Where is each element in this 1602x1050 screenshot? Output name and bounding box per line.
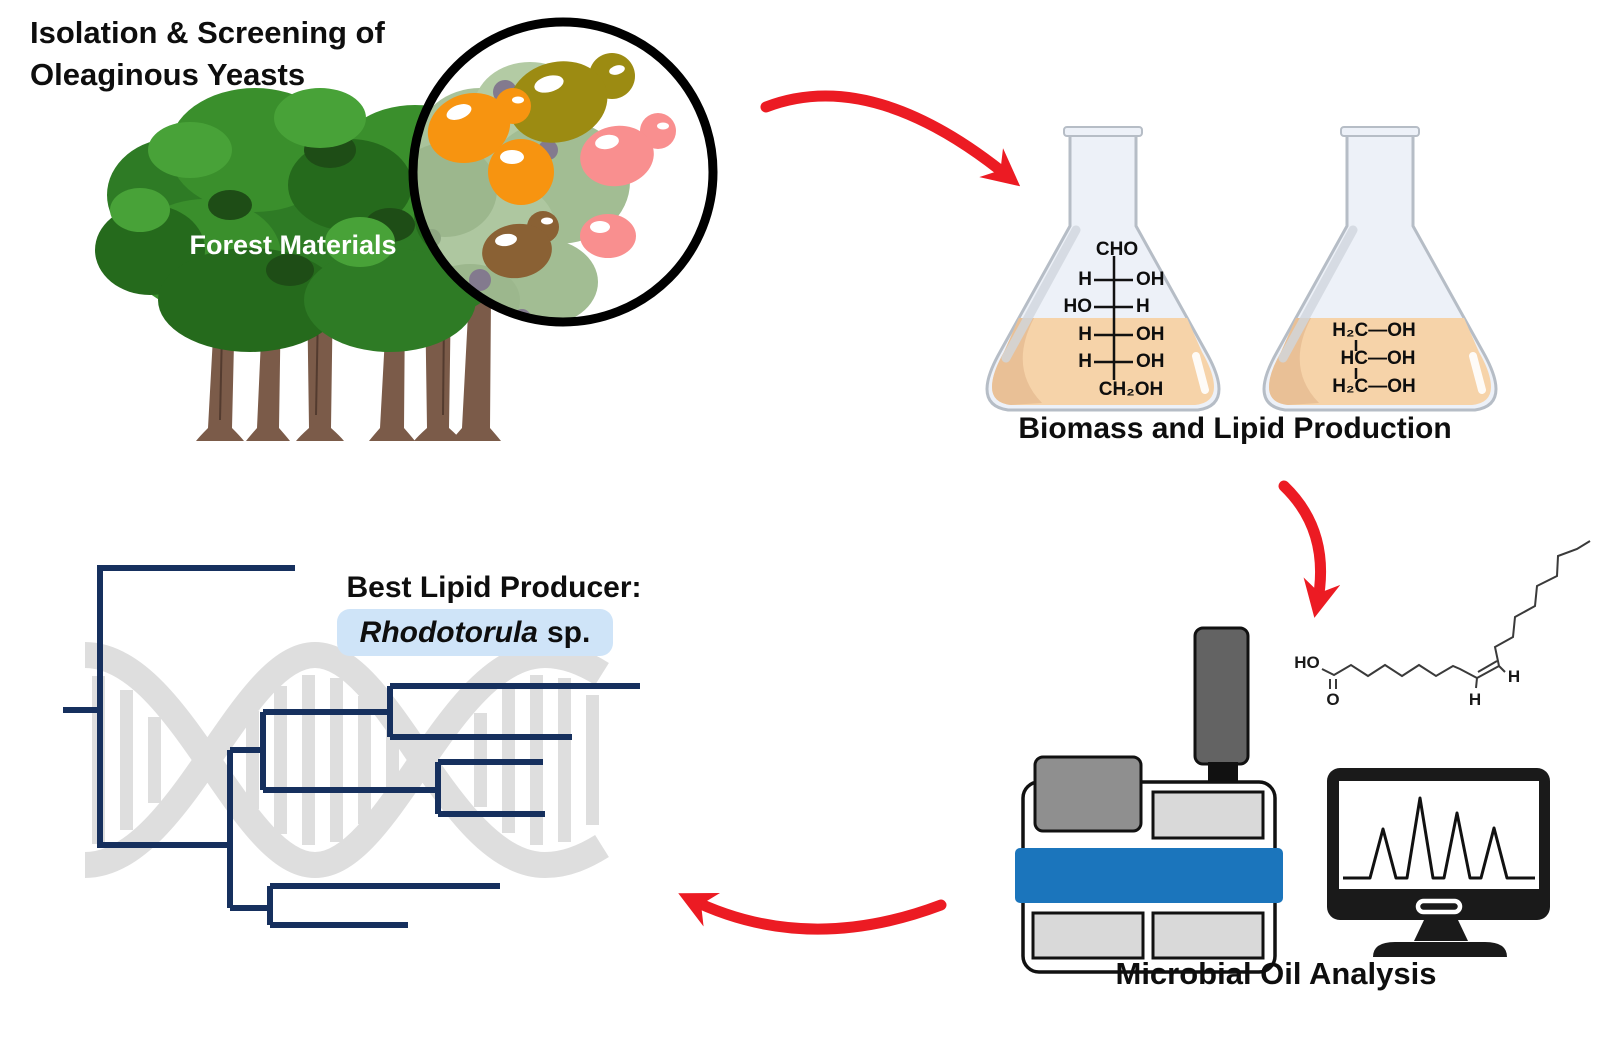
glycerol-row2: HC—OH — [1340, 348, 1416, 369]
flask-liquid — [1269, 318, 1491, 405]
chromatogram — [1343, 796, 1535, 880]
phylogenetic-tree — [63, 565, 640, 928]
fatty-acid-structure — [1321, 540, 1591, 689]
arrow-analysis-to-producer — [678, 892, 947, 935]
autosampler-tower — [1193, 626, 1250, 766]
fatty-acid-h-right: H — [1507, 667, 1521, 686]
yeast-cell-orange-round — [488, 139, 554, 205]
fatty-acid-o: O — [1326, 690, 1340, 709]
monitor-base — [1373, 942, 1507, 957]
glucose-r3-left: H — [1078, 324, 1092, 345]
glycerol-row1: H₂C—OH — [1332, 320, 1416, 341]
gc-panel-bottom-right — [1151, 911, 1265, 960]
glucose-bonds — [1094, 256, 1133, 380]
monitor-stand — [1414, 920, 1468, 941]
title-line1: Isolation & Screening of — [30, 15, 385, 50]
arrow-biomass-to-analysis — [1278, 480, 1341, 618]
gc-panel-bottom-left — [1031, 911, 1145, 960]
glucose-r2-left: HO — [1063, 296, 1093, 317]
rhodotorula-highlight: Rhodotorula sp. — [337, 609, 613, 656]
glucose-r1-right: OH — [1136, 269, 1165, 290]
monitor-button — [1415, 898, 1463, 915]
gc-instrument — [1015, 626, 1283, 974]
best-producer-heading: Best Lipid Producer: — [346, 571, 642, 604]
magnifier-circle — [408, 17, 718, 327]
glucose-r2-right: H — [1136, 296, 1150, 317]
fatty-acid-h-bottom: H — [1468, 690, 1482, 709]
flow-arrows — [678, 90, 1341, 935]
glucose-r4-left: H — [1078, 351, 1092, 372]
injector-block — [1033, 755, 1143, 833]
monitor-screen — [1339, 781, 1539, 889]
gc-blue-band — [1015, 848, 1283, 903]
yeast-cell-brown-budding — [482, 211, 559, 279]
page-title: Isolation & Screening of Oleaginous Yeas… — [30, 12, 385, 96]
yeast-cell-pink-budding — [580, 113, 676, 187]
title-line2: Oleaginous Yeasts — [30, 57, 306, 92]
flask-glycerol — [1262, 126, 1498, 412]
yeast-cell-orange-budding — [427, 88, 531, 164]
arrow-isolation-to-biomass — [760, 90, 1021, 187]
yeast-cell-olive — [508, 53, 635, 143]
monitor-icon — [1327, 768, 1550, 957]
lens-ring — [408, 17, 718, 327]
glycerol-row3: H₂C—OH — [1332, 376, 1416, 397]
flask-glucose — [985, 126, 1221, 412]
glucose-cho: CHO — [1095, 239, 1139, 260]
gc-panel-top — [1151, 790, 1265, 840]
fatty-acid-ho: HO — [1294, 653, 1320, 672]
glucose-r3-right: OH — [1136, 324, 1165, 345]
yeast-cell-pink-round — [580, 214, 636, 258]
forest-materials-label: Forest Materials — [189, 230, 397, 260]
microbial-oil-label: Microbial Oil Analysis — [1115, 956, 1437, 991]
biomass-production-label: Biomass and Lipid Production — [1018, 412, 1452, 445]
species-suffix: sp. — [546, 615, 591, 649]
glucose-ch2oh: CH₂OH — [1098, 379, 1164, 400]
genus-name: Rhodotorula — [359, 615, 538, 649]
glucose-r4-right: OH — [1136, 351, 1165, 372]
tower-connector — [1208, 762, 1238, 784]
glucose-r1-left: H — [1078, 269, 1092, 290]
